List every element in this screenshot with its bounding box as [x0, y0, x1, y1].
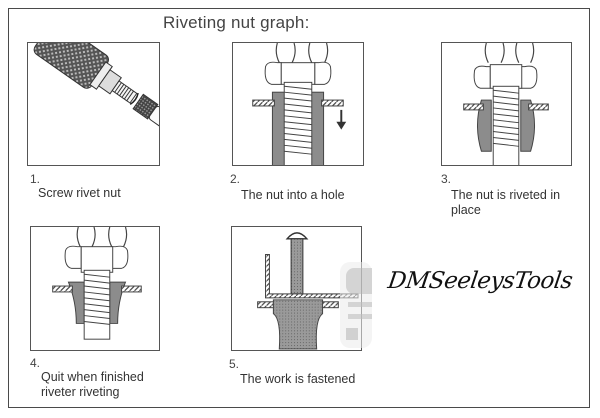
page-title: Riveting nut graph: [163, 13, 310, 32]
step-1-label: Screw rivet nut [38, 186, 121, 200]
step-2-illustration [232, 42, 364, 166]
step-3-label-line2: place [451, 203, 481, 217]
document-frame [8, 8, 590, 408]
step-4-illustration [30, 226, 160, 351]
step-4-number: 4. [30, 356, 41, 370]
step-5-label: The work is fastened [240, 372, 356, 386]
step-3-illustration [441, 42, 572, 166]
step-3-number: 3. [441, 172, 452, 186]
watermark-signature: DMSeeleysTools [386, 268, 574, 294]
step-4-label-line2: riveter riveting [41, 385, 120, 399]
step-2-number: 2. [230, 172, 241, 186]
step-3-label: The nut is riveted in [451, 188, 561, 202]
nut-into-hole-icon [252, 43, 347, 165]
step-1-illustration [27, 42, 160, 166]
overlay-logo-icon [346, 268, 372, 294]
overlay-bar-icon [348, 314, 372, 319]
overlay-bar-icon [348, 302, 372, 307]
step-2-label: The nut into a hole [241, 188, 345, 202]
step-5-number: 5. [229, 357, 240, 371]
faded-overlay-widget [340, 262, 372, 348]
step-1-number: 1. [30, 172, 41, 186]
nut-riveted-icon [463, 43, 549, 165]
expand-arrow-icon [346, 328, 358, 340]
rivet-tool-icon [33, 43, 159, 130]
tool-withdrawn-icon [52, 227, 142, 340]
work-fastened-icon [257, 232, 359, 350]
down-arrow-icon [336, 109, 347, 130]
step-4-label: Quit when finished [41, 370, 144, 384]
